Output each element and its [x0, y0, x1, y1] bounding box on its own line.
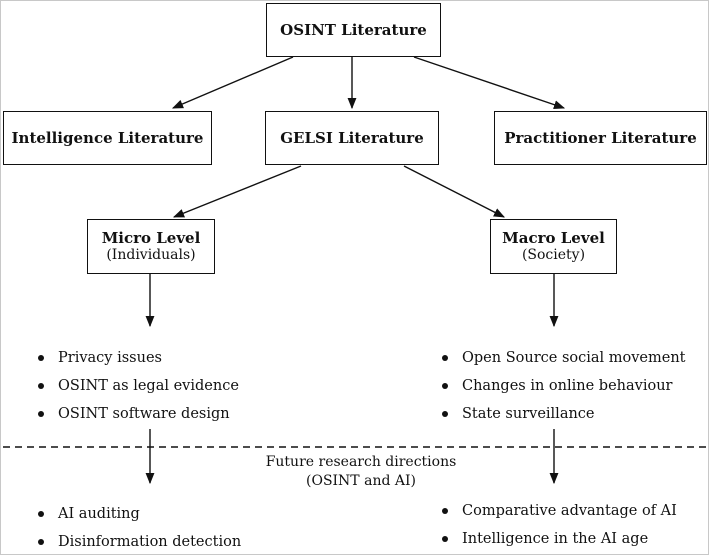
edge-gelsi-micro	[172, 165, 302, 218]
list-item: Disinformation detection	[35, 528, 241, 556]
node-macro-subtitle: (Society)	[521, 247, 586, 264]
node-practitioner-literature: Practitioner Literature	[494, 111, 707, 165]
node-intelligence-literature: Intelligence Literature	[3, 111, 212, 165]
node-macro-level: Macro Level (Society)	[490, 219, 617, 274]
edge-osint-intelligence	[171, 56, 294, 109]
node-gelsi-literature: GELSI Literature	[265, 111, 439, 165]
future-directions-caption: Future research directions (OSINT and AI…	[231, 453, 491, 491]
list-item: Comparative advantage of AI	[439, 497, 677, 525]
node-intelligence-title: Intelligence Literature	[11, 129, 204, 147]
edge-gelsi-macro	[403, 165, 505, 218]
list-item: State surveillance	[439, 400, 686, 428]
list-item: Open Source social movement	[439, 344, 686, 372]
list-item: OSINT software design	[35, 400, 239, 428]
node-osint-title: OSINT Literature	[280, 21, 427, 39]
list-item: Privacy issues	[35, 344, 239, 372]
list-item: OSINT as legal evidence	[35, 372, 239, 400]
node-practitioner-title: Practitioner Literature	[504, 129, 697, 147]
list-item: AI auditing	[35, 500, 241, 528]
future-caption-line1: Future research directions	[265, 454, 457, 470]
future-caption-line2: (OSINT and AI)	[306, 473, 416, 489]
node-macro-title: Macro Level	[502, 229, 605, 248]
node-gelsi-title: GELSI Literature	[280, 129, 424, 147]
node-micro-level: Micro Level (Individuals)	[87, 219, 215, 274]
future-micro-list: AI auditing Disinformation detection	[35, 500, 241, 556]
node-micro-subtitle: (Individuals)	[106, 247, 196, 264]
macro-issues-list: Open Source social movement Changes in o…	[439, 344, 686, 428]
node-micro-title: Micro Level	[101, 229, 201, 248]
micro-issues-list: Privacy issues OSINT as legal evidence O…	[35, 344, 239, 428]
list-item: Intelligence in the AI age	[439, 525, 677, 553]
future-macro-list: Comparative advantage of AI Intelligence…	[439, 497, 677, 553]
edge-osint-practitioner	[413, 56, 566, 109]
node-osint-literature: OSINT Literature	[266, 3, 441, 57]
list-item: Changes in online behaviour	[439, 372, 686, 400]
